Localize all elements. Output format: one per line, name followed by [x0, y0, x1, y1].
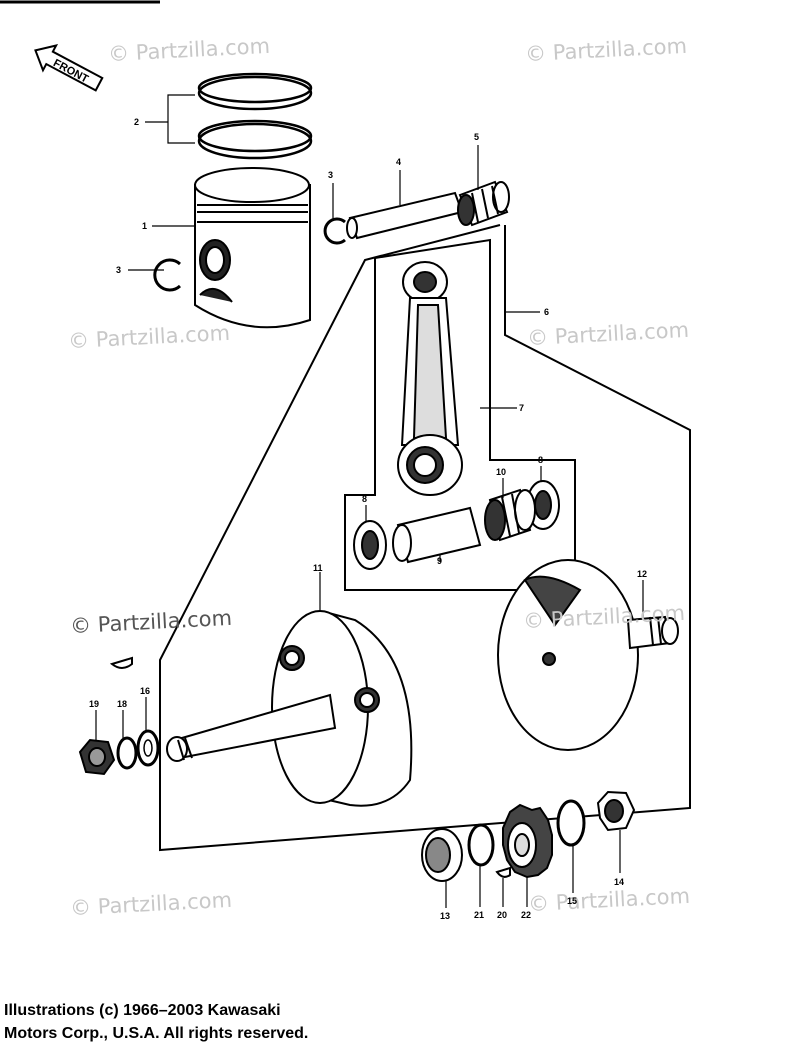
big-end-bearing — [484, 488, 536, 542]
crank-nut-right — [596, 790, 636, 832]
callout-16: 16 — [140, 686, 151, 696]
small-end-bearing — [457, 180, 510, 227]
callout-12: 12 — [637, 569, 648, 579]
callout-20: 20 — [497, 910, 508, 920]
right-crank-half — [497, 559, 679, 751]
lock-washer-left — [116, 736, 138, 770]
callout-8: 8 — [538, 455, 544, 465]
left-crank-half — [166, 610, 413, 807]
piston-rings — [197, 72, 313, 160]
leader-2 — [167, 94, 195, 144]
callout-1: 1 — [142, 221, 148, 231]
circlip-right — [323, 217, 346, 245]
callout-18: 18 — [117, 699, 128, 709]
callout-3: 3 — [116, 265, 122, 275]
front-arrow: FRONT — [34, 44, 104, 92]
callout-4: 4 — [396, 157, 402, 167]
piston-pin — [346, 191, 464, 240]
crank-gear-22 — [502, 803, 553, 879]
crankshaft-assembly-outline — [159, 224, 691, 852]
woodruff-key-upper — [109, 656, 133, 669]
plain-washer-left — [136, 729, 160, 767]
washer-15 — [556, 799, 586, 847]
thrust-washer-left — [353, 520, 387, 570]
crank-nut-left — [78, 738, 116, 776]
crank-pin — [392, 506, 482, 564]
callout-8: 8 — [362, 494, 368, 504]
washer-21 — [467, 823, 495, 867]
piston — [194, 167, 311, 329]
callout-14: 14 — [614, 877, 625, 887]
connecting-rod — [397, 261, 463, 496]
copyright-line-1: Illustrations (c) 1966–2003 Kawasaki — [4, 1002, 281, 1019]
callout-9: 9 — [437, 556, 443, 566]
circlip-left — [153, 258, 182, 292]
callout-15: 15 — [567, 896, 578, 906]
callout-7: 7 — [519, 403, 525, 413]
callout-19: 19 — [89, 699, 100, 709]
copyright-line-2: Motors Corp., U.S.A. All rights reserved… — [4, 1025, 309, 1042]
woodruff-key-20 — [495, 866, 511, 878]
callout-11: 11 — [313, 563, 323, 573]
callout-6: 6 — [544, 307, 550, 317]
callout-22: 22 — [521, 910, 532, 920]
callout-13: 13 — [440, 911, 451, 921]
collar-13 — [421, 828, 463, 882]
callout-2: 2 — [134, 117, 140, 127]
callout-3: 3 — [328, 170, 334, 180]
callout-10: 10 — [496, 467, 507, 477]
callout-5: 5 — [474, 132, 480, 142]
callout-21: 21 — [474, 910, 485, 920]
